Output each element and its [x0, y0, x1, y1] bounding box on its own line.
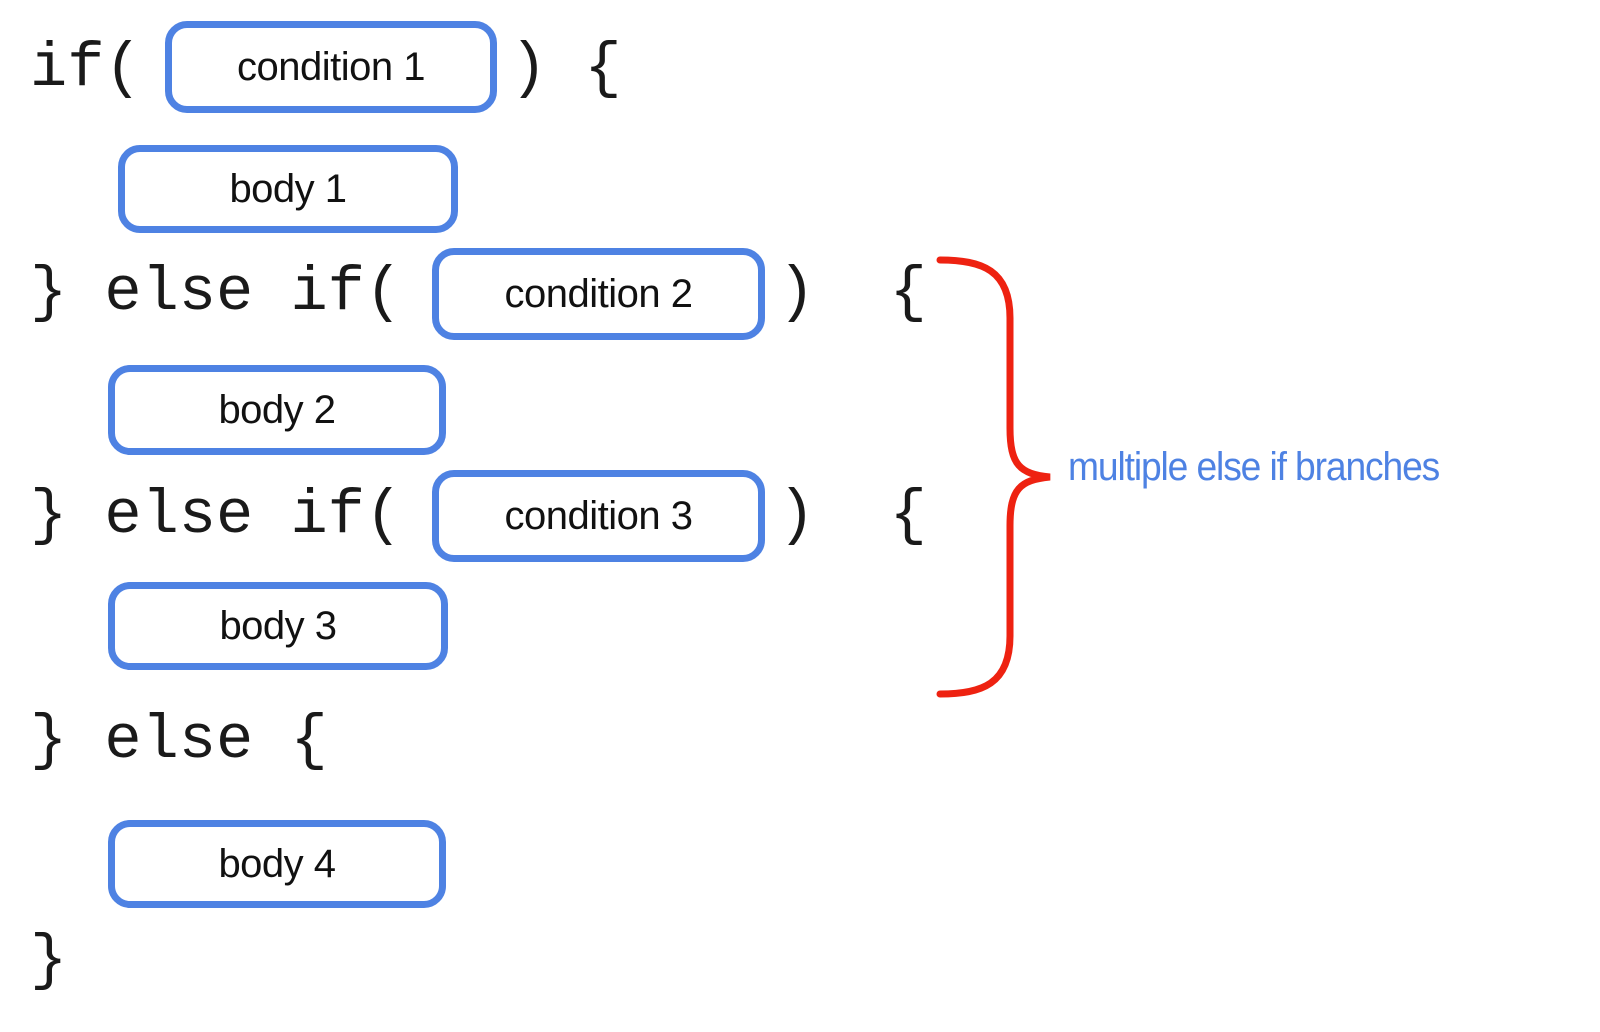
- body-2-label: body 2: [218, 387, 336, 432]
- annotation-label: multiple else if branches: [1068, 445, 1440, 489]
- code-line-if: if(: [30, 33, 142, 104]
- body-4-label: body 4: [218, 841, 336, 886]
- body-4-box[interactable]: body 4: [108, 820, 446, 908]
- body-3-label: body 3: [219, 603, 337, 648]
- condition-1-label: condition 1: [237, 44, 425, 89]
- red-curly-brace-icon: [936, 256, 1051, 698]
- body-1-label: body 1: [229, 166, 347, 211]
- code-line-if-close: ) {: [510, 33, 622, 104]
- condition-3-box[interactable]: condition 3: [432, 470, 765, 562]
- condition-2-box[interactable]: condition 2: [432, 248, 765, 340]
- condition-3-label: condition 3: [504, 493, 693, 538]
- code-line-else-if-2-close: ) {: [778, 257, 927, 328]
- code-line-closing-brace: }: [30, 925, 68, 996]
- code-line-else-if-3: } else if(: [30, 480, 403, 551]
- body-1-box[interactable]: body 1: [118, 145, 458, 233]
- condition-2-label: condition 2: [504, 271, 693, 316]
- condition-1-box[interactable]: condition 1: [165, 21, 497, 113]
- code-line-else: } else {: [30, 705, 328, 776]
- code-line-else-if-3-close: ) {: [778, 480, 927, 551]
- code-line-else-if-2: } else if(: [30, 257, 403, 328]
- body-2-box[interactable]: body 2: [108, 365, 446, 455]
- body-3-box[interactable]: body 3: [108, 582, 448, 670]
